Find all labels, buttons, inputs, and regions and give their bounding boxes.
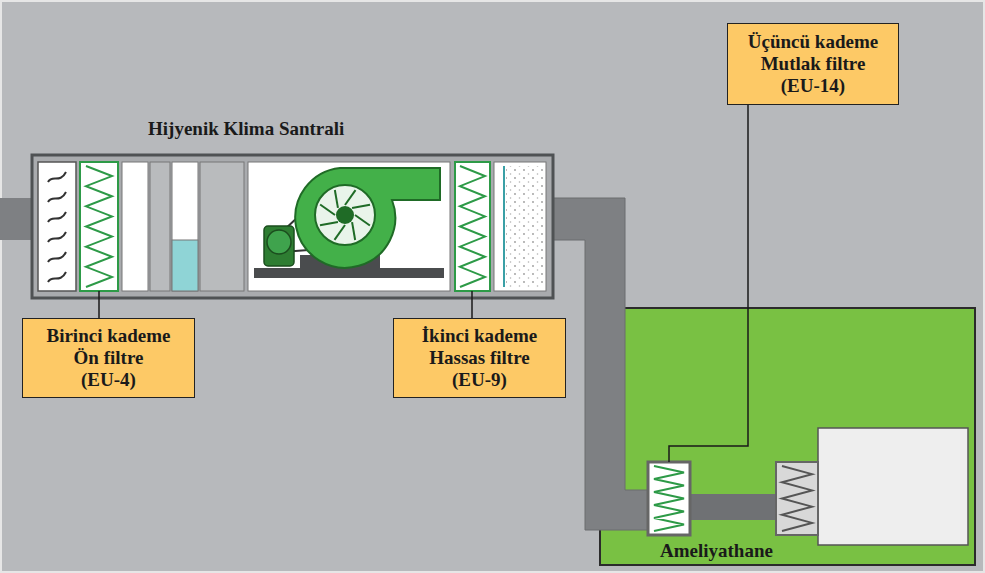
callout-text: İkinci kademe: [422, 325, 538, 347]
ahu-casing: [32, 155, 553, 298]
callout-text: Hassas filtre: [429, 347, 529, 369]
intake-duct: [0, 198, 34, 240]
air-handling-unit: Hijyenik Klima Santrali: [32, 155, 553, 298]
filter-callout: Birinci kademeÖn filtre(EU-4): [22, 318, 195, 398]
damper-blade: [48, 212, 66, 222]
damper-blade: [48, 272, 66, 282]
fan-hub: [336, 206, 354, 224]
terminal-duct: [690, 494, 776, 520]
section: [150, 162, 170, 291]
damper-blade: [48, 172, 66, 182]
filter-pleat: [460, 166, 485, 287]
callout-text: Üçüncü kademe: [748, 31, 878, 53]
humidifier-spray: [506, 166, 544, 287]
drain-pan-water: [172, 240, 198, 291]
operating-room: Ameliyathane: [600, 308, 975, 565]
damper-blade: [48, 252, 66, 262]
diffuser: [776, 462, 818, 535]
fan-housing: [295, 168, 440, 268]
filter-pleat: [782, 466, 812, 531]
fan-section: [248, 162, 450, 291]
humidifier: [494, 162, 546, 291]
pre-filter: [80, 162, 118, 291]
heater-section: [122, 162, 148, 291]
fan-blades: [320, 190, 370, 240]
callout-text: (EU-9): [452, 369, 507, 391]
section: [200, 162, 244, 291]
damper: [38, 162, 76, 291]
hepa-filter: [648, 462, 690, 535]
callout-text: (EU-14): [781, 75, 845, 97]
callout-text: Ön filtre: [74, 347, 144, 369]
leader-line: [669, 105, 748, 462]
damper-blades: [48, 172, 66, 282]
cooling-coil: [172, 162, 198, 291]
callout-text: Mutlak filtre: [761, 53, 866, 75]
filter-pleat: [86, 166, 112, 287]
fan-base: [254, 268, 444, 278]
fine-filter: [455, 162, 490, 291]
filter-pleat: [654, 466, 684, 531]
heading: Ameliyathane: [660, 540, 773, 562]
heading: Hijyenik Klima Santrali: [148, 118, 344, 140]
spray-pipe: [503, 166, 505, 287]
motor: [264, 226, 294, 266]
callout-text: Birinci kademe: [46, 325, 170, 347]
damper-blade: [48, 232, 66, 242]
supply-duct: [553, 198, 648, 530]
damper-blade: [48, 192, 66, 202]
room-equipment: [818, 428, 968, 545]
leader-line: [98, 291, 100, 318]
filter-callout: İkinci kademeHassas filtre(EU-9): [393, 318, 566, 398]
leader-line: [471, 291, 473, 318]
operating-room: [600, 308, 975, 565]
fan-wheel: [315, 185, 375, 245]
filter-callout: Üçüncü kademeMutlak filtre(EU-14): [727, 23, 899, 105]
motor-pulley: [267, 230, 291, 254]
callout-text: (EU-4): [81, 369, 136, 391]
